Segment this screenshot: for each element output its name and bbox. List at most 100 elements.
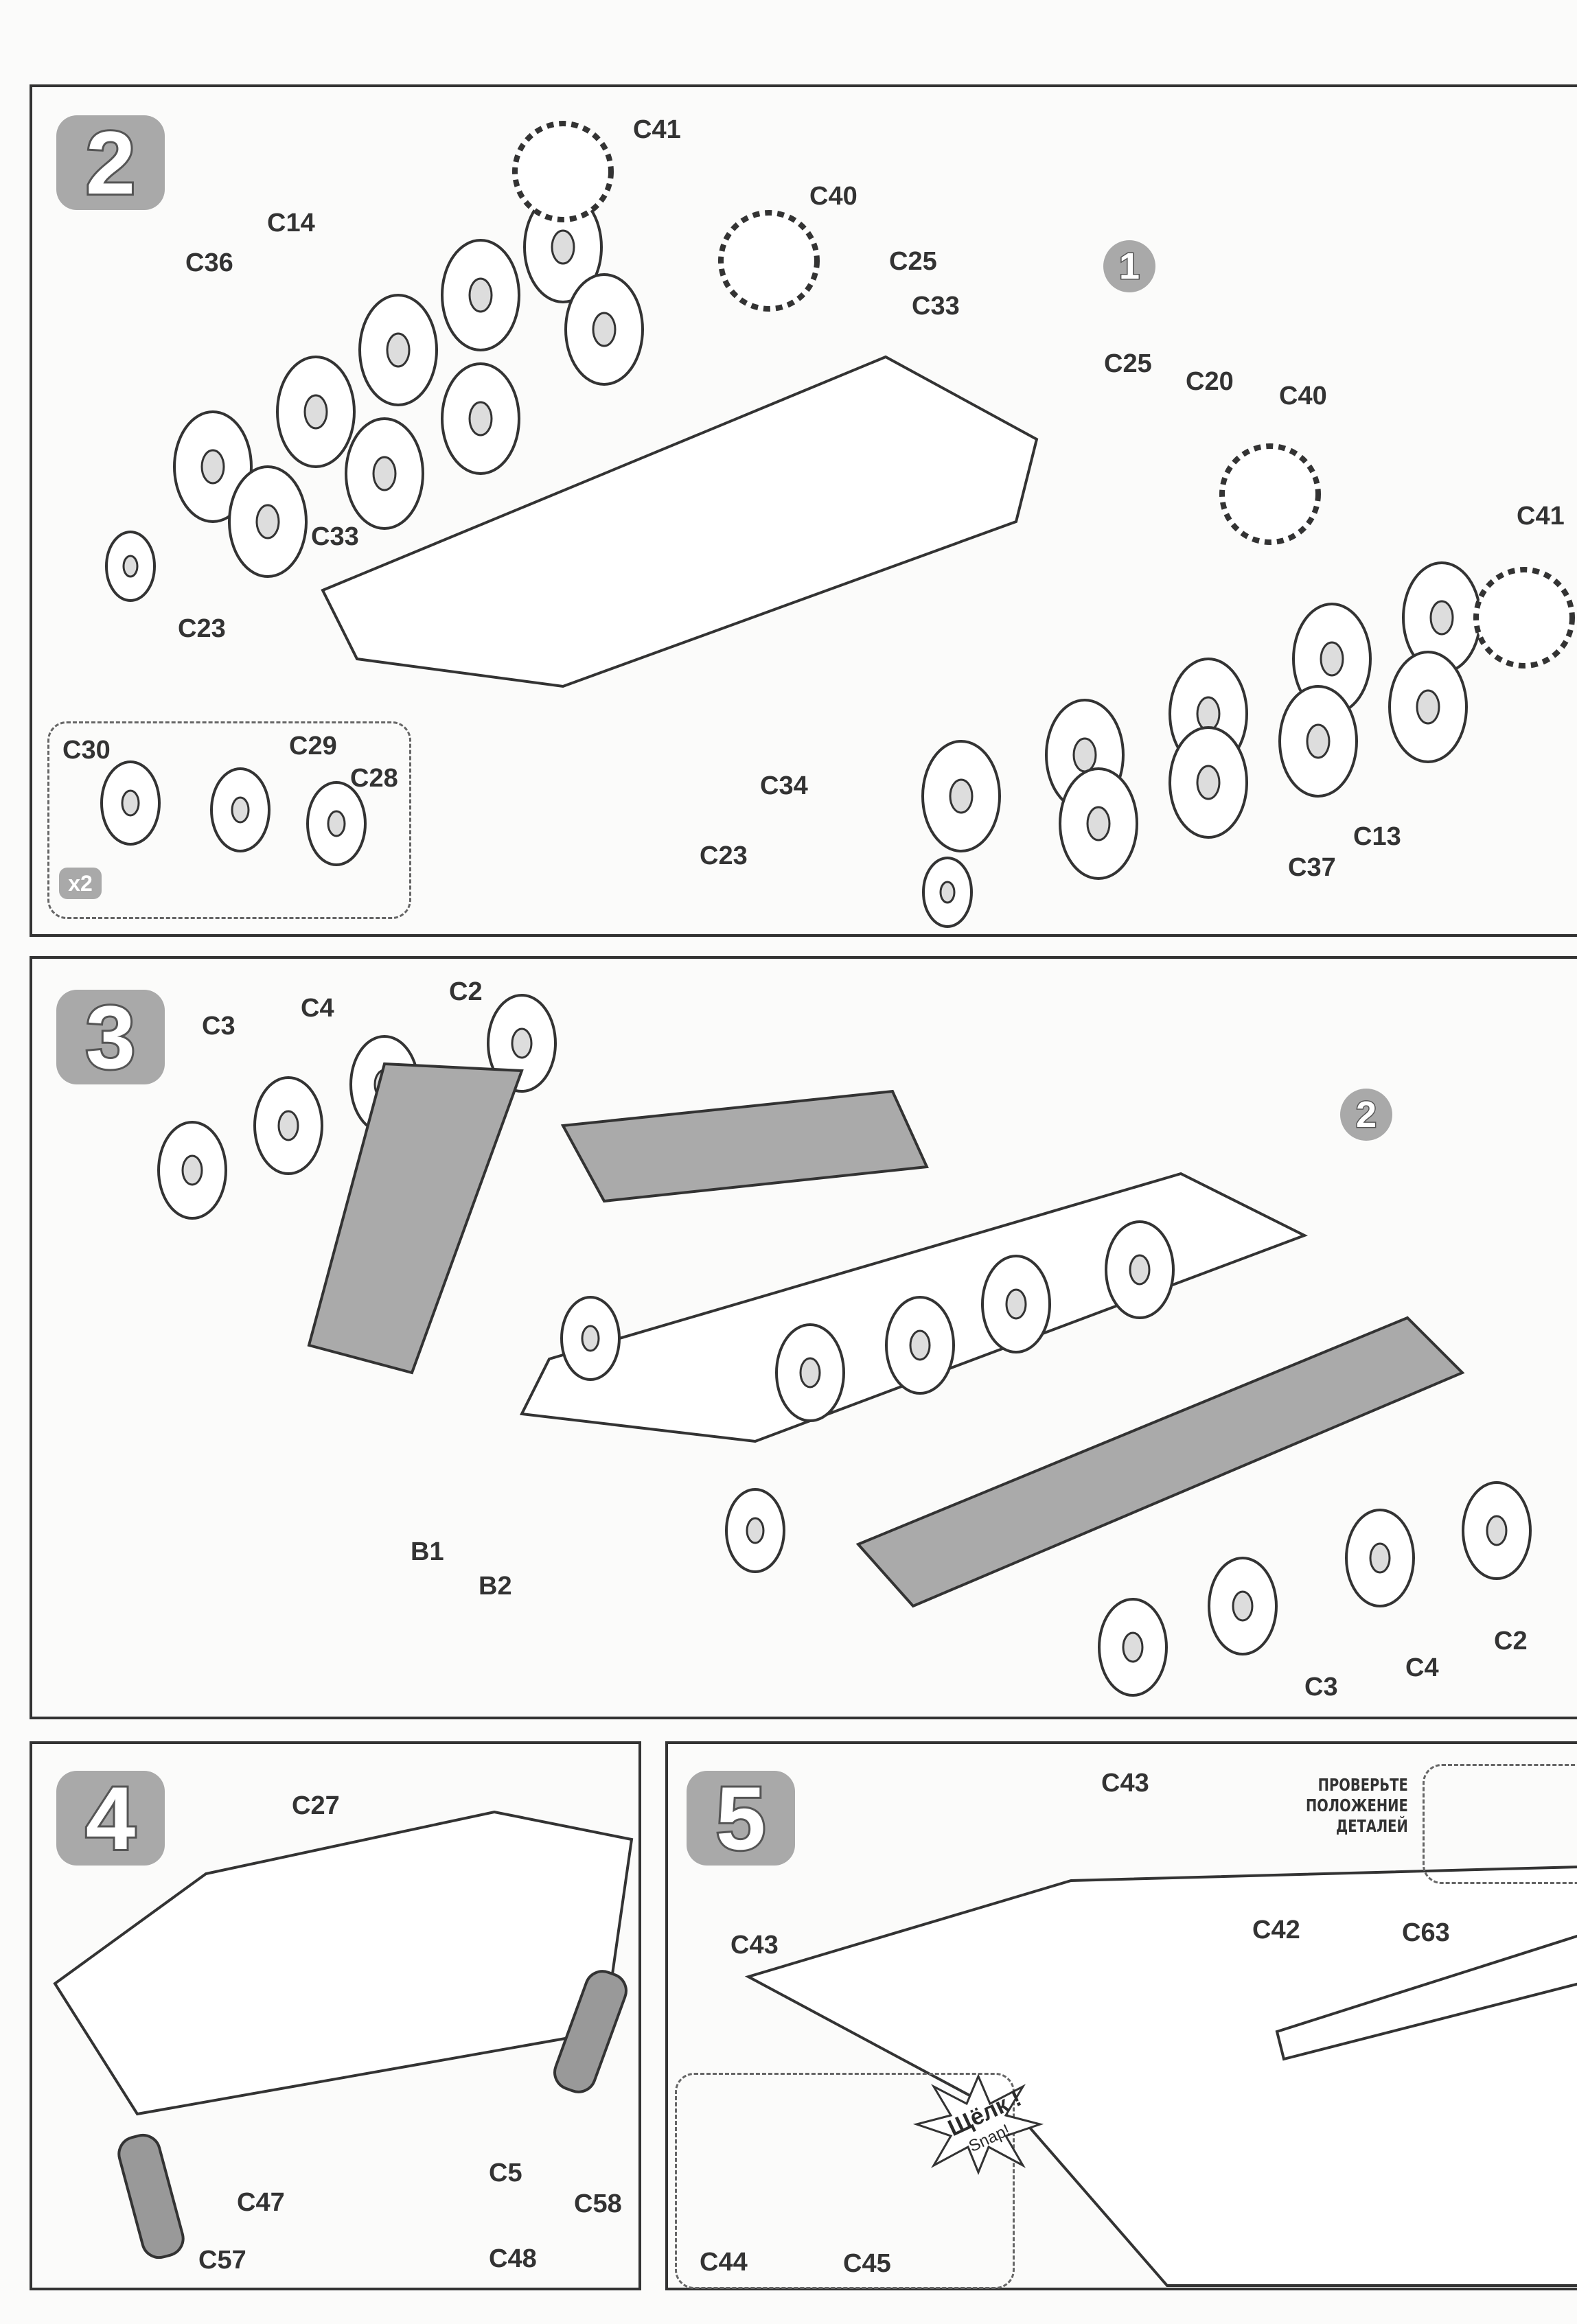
step-number: 4 — [84, 1768, 137, 1868]
part-label: C23 — [178, 614, 226, 643]
wheel-hub — [468, 277, 493, 313]
wheel-hub — [1086, 806, 1111, 841]
wheel-hub — [909, 1329, 931, 1361]
wheel-hub — [1122, 1631, 1144, 1663]
part-label: C23 — [700, 841, 748, 870]
part-label: C14 — [267, 209, 315, 237]
wheel-hub — [1429, 600, 1454, 636]
wheel-hub — [200, 449, 225, 485]
exhaust-muffler — [553, 1970, 628, 2093]
step-3-panel — [30, 956, 1577, 1719]
position-check-inset — [1423, 1764, 1577, 1884]
part-label: C41 — [633, 115, 681, 144]
wheel-hub — [1232, 1590, 1254, 1622]
wheel-hub — [255, 504, 280, 539]
wheel-hub — [1416, 689, 1440, 725]
warning-line: ПРОВЕРЬТЕ — [1317, 1775, 1408, 1795]
part-label: C34 — [760, 771, 808, 800]
step-number-badge: 5 — [687, 1771, 795, 1866]
part-label: C2 — [1494, 1627, 1528, 1655]
wheel-hub — [1369, 1542, 1391, 1574]
part-label: C13 — [1353, 822, 1401, 851]
drive-sprocket — [1473, 567, 1575, 669]
hull-plate — [53, 1810, 634, 2116]
drive-sprocket — [1219, 443, 1321, 545]
step-number: 2 — [84, 113, 137, 213]
part-label: C25 — [1104, 349, 1152, 378]
part-label: C4 — [301, 994, 334, 1023]
wheel-hub — [1306, 723, 1331, 759]
part-label: C43 — [730, 1931, 779, 1960]
wheel-hub — [746, 1517, 765, 1544]
step-number-badge: 2 — [56, 115, 165, 210]
part-label: B1 — [411, 1537, 444, 1566]
wheel-hub — [386, 332, 411, 368]
part-label: C25 — [889, 247, 937, 276]
part-label: C58 — [574, 2189, 622, 2218]
part-label: C28 — [350, 764, 398, 793]
step-5-panel — [665, 1741, 1577, 2290]
reference-step-badge: 1 — [1103, 240, 1155, 292]
part-label: C30 — [62, 736, 111, 765]
part-label: C48 — [489, 2244, 537, 2273]
wheel-hub — [303, 394, 328, 430]
part-label: C20 — [1186, 367, 1234, 396]
wheel-hub — [1320, 641, 1344, 677]
drive-sprocket — [512, 121, 614, 222]
part-label: B2 — [479, 1572, 512, 1601]
part-label: C44 — [700, 2248, 748, 2277]
part-label: C3 — [1304, 1673, 1338, 1701]
exhaust-muffler — [117, 2133, 185, 2259]
rear-fender — [1275, 1934, 1577, 2061]
snap-detail-inset — [675, 2073, 1015, 2289]
part-label: C33 — [311, 522, 359, 551]
reference-step-badge: 2 — [1340, 1089, 1392, 1141]
wheel-hub — [372, 456, 397, 491]
snap-burst: Щёлк ! Snap! — [912, 2073, 1044, 2176]
warning-line: ПОЛОЖЕНИЕ — [1306, 1796, 1408, 1815]
quantity-badge: x2 — [59, 868, 102, 899]
wheel-hub — [592, 312, 617, 347]
wheel-hub — [277, 1110, 299, 1141]
part-label: C29 — [289, 732, 337, 760]
track-link — [307, 1062, 524, 1375]
step-number: 3 — [84, 987, 137, 1087]
part-label: C47 — [237, 2188, 285, 2217]
drive-sprocket — [718, 210, 820, 312]
part-label: C27 — [292, 1791, 340, 1820]
part-label: C40 — [809, 182, 857, 211]
wheel-hub — [949, 778, 974, 814]
step-number: 5 — [714, 1768, 768, 1868]
part-label: C45 — [843, 2249, 891, 2278]
wheel-hub — [1005, 1288, 1027, 1320]
starburst-icon — [912, 2073, 1044, 2175]
reference-step-number: 2 — [1355, 1093, 1377, 1137]
part-label: C4 — [1405, 1653, 1439, 1682]
part-label: C40 — [1279, 382, 1327, 410]
check-position-warning: ПРОВЕРЬТЕ ПОЛОЖЕНИЕ ДЕТАЛЕЙ — [1306, 1775, 1408, 1837]
wheel-hub — [121, 789, 140, 817]
part-label: C42 — [1252, 1916, 1300, 1944]
wheel-hub — [511, 1027, 533, 1059]
wheel-hub — [122, 555, 139, 578]
part-label: C57 — [198, 2246, 246, 2275]
part-label: C41 — [1517, 502, 1565, 531]
part-label: C5 — [489, 2159, 522, 2187]
part-label: C36 — [185, 248, 233, 277]
wheel-hub — [581, 1325, 600, 1352]
part-label: C2 — [449, 977, 483, 1006]
step-number-badge: 3 — [56, 990, 165, 1084]
part-label: C37 — [1288, 853, 1336, 882]
wheel-hub — [551, 229, 575, 265]
step-number-badge: 4 — [56, 1771, 165, 1866]
wheel-hub — [327, 810, 346, 837]
wheel-hub — [939, 881, 956, 904]
wheel-hub — [1196, 765, 1221, 800]
wheel-hub — [231, 796, 250, 824]
step-4-panel — [30, 1741, 641, 2290]
part-label: C33 — [912, 292, 960, 321]
wheel-hub — [468, 401, 493, 437]
wheel-hub — [181, 1154, 203, 1186]
wheel-detail-inset — [47, 721, 411, 919]
